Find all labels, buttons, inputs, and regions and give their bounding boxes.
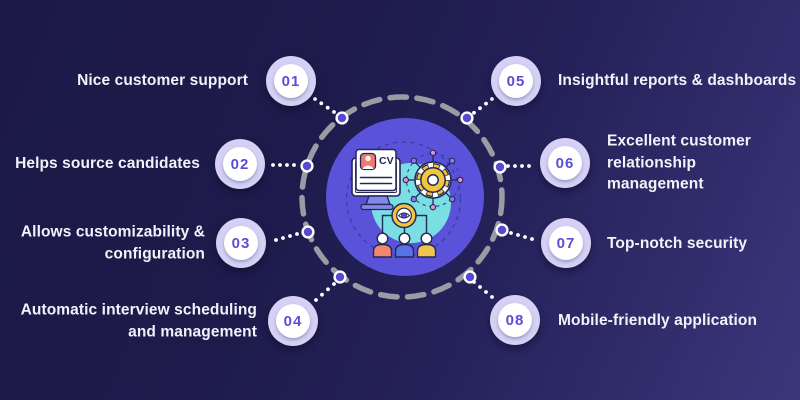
badge-number: 04 bbox=[283, 312, 303, 330]
feature-label-07: Top-notch security bbox=[607, 235, 748, 253]
dotted-connector-05 bbox=[472, 97, 494, 115]
feature-label-01: Nice customer support bbox=[77, 72, 248, 90]
cv-label: CV bbox=[379, 155, 394, 167]
feature-label-03: Allows customizability & configuration bbox=[20, 223, 205, 262]
number-badge-inner: 05 bbox=[499, 64, 533, 98]
badge-number: 06 bbox=[555, 154, 575, 172]
badge-number: 02 bbox=[230, 155, 250, 173]
feature-label-02: Helps source candidates bbox=[15, 155, 200, 173]
number-badge-inner: 01 bbox=[274, 64, 308, 98]
cv-document-icon: CV bbox=[355, 148, 397, 192]
gear-network-icon bbox=[402, 149, 464, 211]
team-people-icon bbox=[372, 232, 437, 258]
feature-label-05: Insightful reports & dashboards bbox=[558, 72, 797, 90]
dotted-connector-07 bbox=[509, 231, 534, 241]
number-badge-04: 04 bbox=[268, 296, 318, 346]
number-badge-06: 06 bbox=[540, 138, 590, 188]
dotted-connector-01 bbox=[313, 97, 336, 114]
number-badge-05: 05 bbox=[491, 56, 541, 106]
badge-number: 03 bbox=[231, 234, 251, 252]
avatar-icon bbox=[359, 152, 377, 171]
dotted-connector-04 bbox=[314, 282, 336, 302]
number-badge-inner: 08 bbox=[498, 303, 532, 337]
eye-icon bbox=[391, 202, 417, 229]
feature-label-08: Mobile-friendly application bbox=[558, 312, 758, 330]
number-badge-inner: 03 bbox=[224, 226, 258, 260]
number-badge-07: 07 bbox=[541, 218, 591, 268]
dotted-connector-06 bbox=[506, 164, 531, 168]
number-badge-01: 01 bbox=[266, 56, 316, 106]
badge-number: 08 bbox=[505, 311, 525, 329]
badge-number: 01 bbox=[281, 72, 301, 90]
number-badge-inner: 07 bbox=[549, 226, 583, 260]
badge-number: 05 bbox=[506, 72, 526, 90]
number-badge-03: 03 bbox=[216, 218, 266, 268]
number-badge-inner: 04 bbox=[276, 304, 310, 338]
ring-anchor-dots bbox=[300, 111, 509, 284]
dotted-connector-03 bbox=[274, 232, 299, 242]
center-illustration: CV bbox=[326, 118, 484, 276]
number-badge-inner: 02 bbox=[223, 147, 257, 181]
number-badge-02: 02 bbox=[215, 139, 265, 189]
dashed-ring bbox=[299, 94, 505, 300]
feature-label-04: Automatic interview scheduling and manag… bbox=[20, 301, 257, 340]
number-badge-inner: 06 bbox=[548, 146, 582, 180]
dotted-connector-02 bbox=[271, 163, 296, 167]
number-badge-08: 08 bbox=[490, 295, 540, 345]
feature-label-06: Excellent customer relationship manageme… bbox=[607, 132, 751, 193]
badge-number: 07 bbox=[556, 234, 576, 252]
